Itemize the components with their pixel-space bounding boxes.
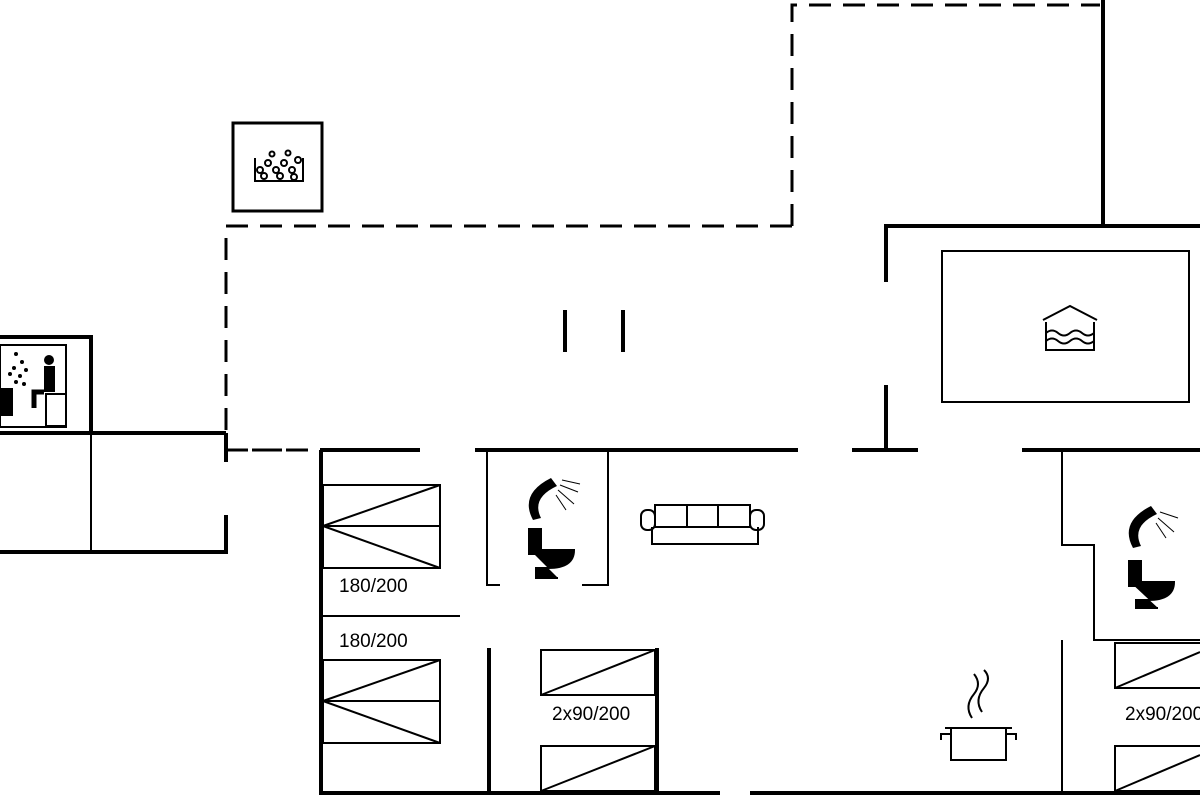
bed-size-label: 2x90/200 [1125,704,1200,725]
sauna-icon [0,344,67,428]
spa-bath-icon [231,121,324,213]
bed-size-label: 180/200 [339,631,408,652]
pool-icon [1042,304,1098,351]
shower-icon [1128,506,1179,548]
terrace-outline [224,3,1100,452]
pool-room [941,250,1190,403]
bed-size-label: 180/200 [339,576,408,597]
bed-left-top [322,484,441,569]
bed-left-bottom [322,659,441,744]
kitchen-pot-icon [940,669,1017,761]
toilet-icon [528,528,576,579]
sofa-icon [640,504,765,545]
toilet-icon [1128,560,1176,609]
shower-icon [528,478,581,520]
bed-center [540,649,656,792]
bed-right [1114,642,1200,792]
bed-size-label: 2x90/200 [552,704,630,725]
